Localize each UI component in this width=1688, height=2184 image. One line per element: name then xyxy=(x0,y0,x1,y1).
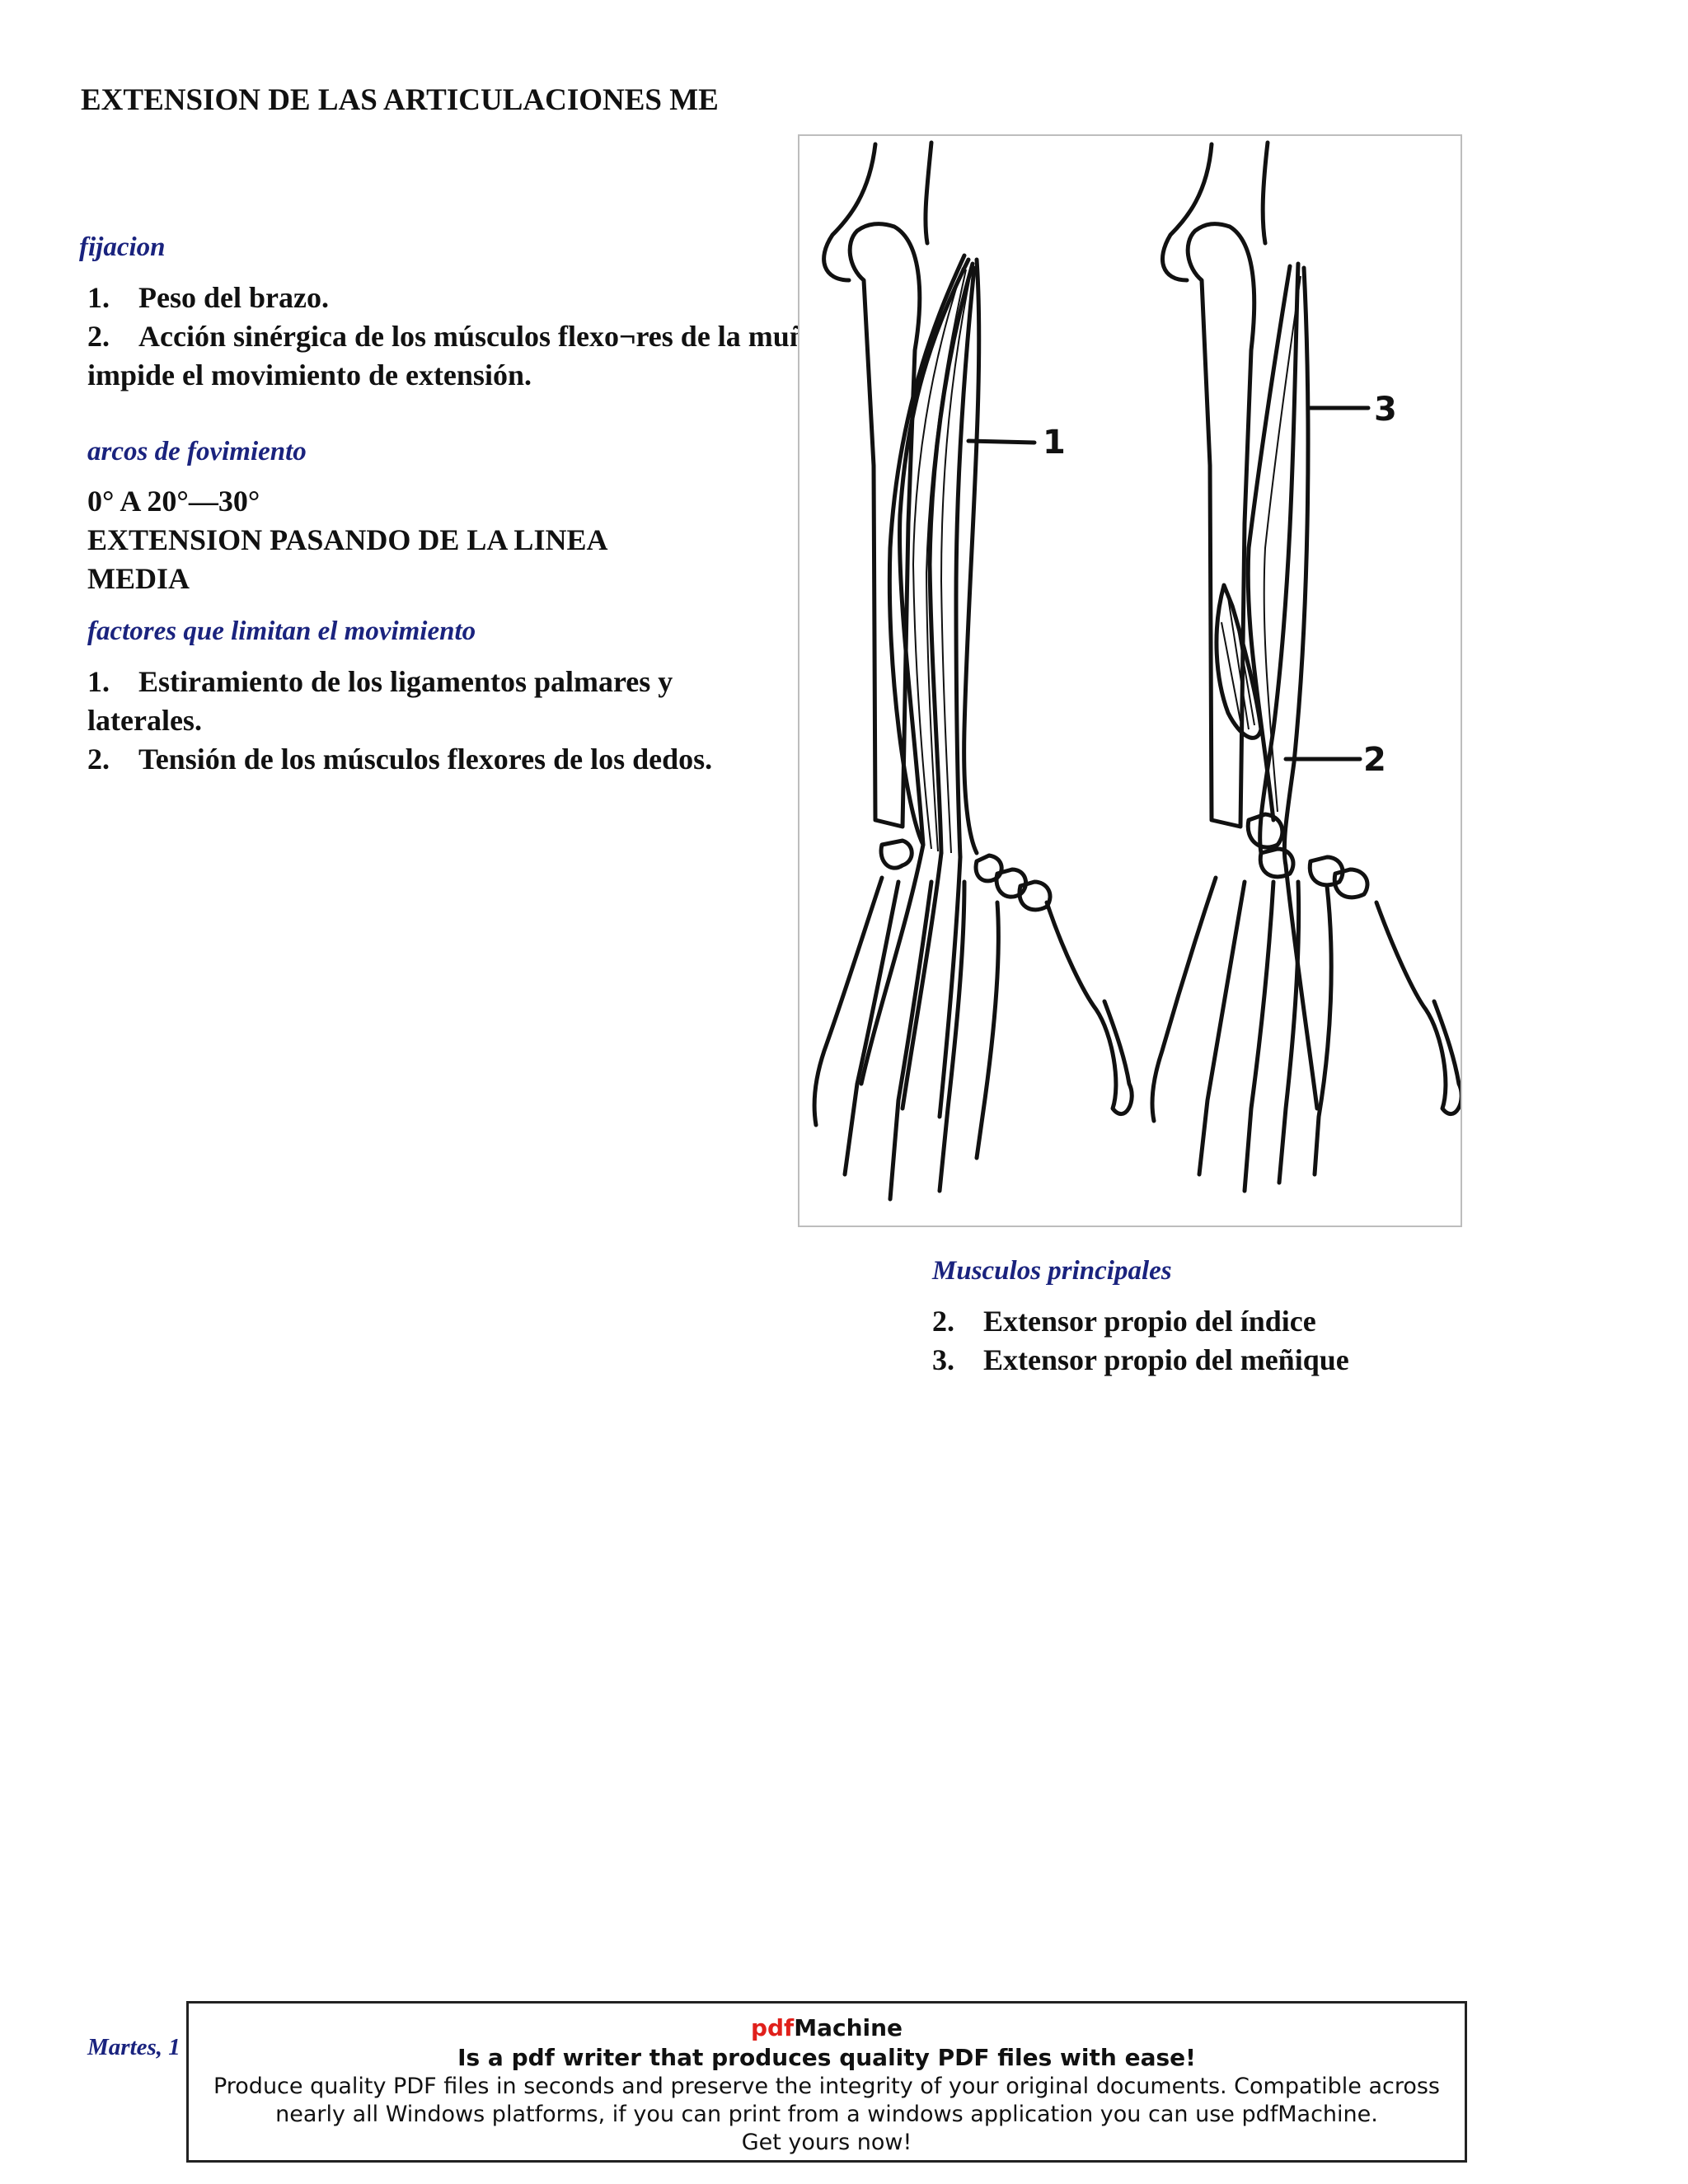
fijacion-list: 1. Peso del brazo. 2.Acción sinérgica de … xyxy=(87,279,798,395)
fijacion-item-2-number: 2. xyxy=(87,320,110,353)
left-finger-2 xyxy=(937,879,967,1193)
right-ulna xyxy=(1185,222,1257,829)
arcos-note: EXTENSION PASANDO DE LA LINEA MEDIA xyxy=(87,523,607,595)
right-humerus-outline xyxy=(1160,142,1214,283)
left-finger-4 xyxy=(842,879,901,1177)
figure-label-2: 2 xyxy=(1363,741,1386,779)
left-muscle-edge-1 xyxy=(898,257,971,847)
figure-label-3: 3 xyxy=(1374,391,1397,429)
musculos-heading: Musculos principales xyxy=(932,1256,1172,1286)
ad-line-1: Produce quality PDF files in seconds and… xyxy=(213,2074,1441,2099)
arcos-heading: arcos de fovimiento xyxy=(87,437,307,466)
left-finger-1 xyxy=(974,900,1001,1160)
left-label-line-1 xyxy=(966,438,1037,445)
musculos-item-2-text: Extensor propio del índice xyxy=(983,1305,1316,1338)
right-humerus-shaft xyxy=(1260,140,1270,246)
musculos-item-3-text: Extensor propio del meñique xyxy=(983,1343,1349,1376)
left-muscle-edge-2 xyxy=(927,261,975,855)
pdfmachine-logo: pdfMachine xyxy=(189,2013,1465,2043)
ad-line-2: nearly all Windows platforms, if you can… xyxy=(275,2102,1378,2127)
pdfmachine-banner[interactable]: pdfMachine Is a pdf writer that produces… xyxy=(186,2001,1467,2163)
right-radius-edge-2 xyxy=(1282,265,1311,868)
forearm-hand-illustration: 1 3 2 xyxy=(812,140,1461,1202)
right-finger-5 xyxy=(1150,875,1218,1123)
musculos-item-2-number: 2. xyxy=(932,1305,954,1338)
right-indicis-belly xyxy=(1214,583,1264,740)
brand-pdf: pdf xyxy=(750,2014,795,2041)
factores-item-1-number: 1. xyxy=(87,665,110,698)
right-finger-4 xyxy=(1197,879,1247,1177)
right-thumb xyxy=(1374,900,1461,1117)
page-title: EXTENSION DE LAS ARTICULACIONES ME xyxy=(81,83,719,117)
fijacion-item-1-number: 1. xyxy=(87,281,110,314)
figure-label-1: 1 xyxy=(1043,424,1066,462)
left-finger-5 xyxy=(812,875,884,1127)
fijacion-item-1-text: Peso del brazo. xyxy=(138,281,329,314)
fijacion-heading: fijacion xyxy=(79,232,166,262)
right-radius-edge xyxy=(1258,261,1301,855)
ad-tagline: Is a pdf writer that produces quality PD… xyxy=(457,2044,1196,2071)
factores-list: 1.Estiramiento de los ligamentos palmare… xyxy=(87,663,747,779)
factores-item-2-text: Tensión de los músculos flexores de los … xyxy=(138,743,713,776)
arcos-block: 0° A 20°—30° EXTENSION PASANDO DE LA LIN… xyxy=(87,482,714,598)
left-muscle-edge-3 xyxy=(954,265,977,860)
musculos-item-3-number: 3. xyxy=(932,1343,954,1376)
left-humerus-shaft xyxy=(923,140,934,246)
right-finger-1 xyxy=(1312,883,1334,1177)
fijacion-item-1: 1. Peso del brazo. xyxy=(87,279,798,317)
right-finger-3 xyxy=(1242,879,1276,1193)
footer-date: Martes, 1 xyxy=(87,2034,181,2060)
left-ulna xyxy=(847,222,922,829)
factores-item-1: 1.Estiramiento de los ligamentos palmare… xyxy=(87,663,747,740)
brand-machine: Machine xyxy=(794,2014,903,2041)
musculos-item-3: 3. Extensor propio del meñique xyxy=(932,1341,1509,1380)
left-radius-outline xyxy=(887,253,982,855)
factores-item-2: 2. Tensión de los músculos flexores de lo… xyxy=(87,740,747,779)
left-thumb xyxy=(1044,900,1134,1117)
fijacion-item-2: 2.Acción sinérgica de los músculos flexo… xyxy=(87,317,798,395)
factores-item-1-text: Estiramiento de los ligamentos palmares … xyxy=(87,665,673,737)
musculos-list: 2. Extensor propio del índice 3. Extensor … xyxy=(932,1302,1509,1380)
factores-heading: factores que limitan el movimiento xyxy=(87,616,476,646)
right-finger-2 xyxy=(1277,879,1301,1185)
left-finger-3 xyxy=(888,879,934,1202)
arcos-range: 0° A 20°—30° xyxy=(87,485,260,518)
musculos-item-2: 2. Extensor propio del índice xyxy=(932,1302,1509,1341)
left-humerus-outline xyxy=(822,142,878,283)
fijacion-item-2-text: Acción sinérgica de los músculos flexo¬r… xyxy=(87,320,798,391)
anatomy-figure: 1 3 2 xyxy=(798,134,1462,1227)
factores-item-2-number: 2. xyxy=(87,743,110,776)
ad-line-3: Get yours now! xyxy=(741,2130,912,2155)
